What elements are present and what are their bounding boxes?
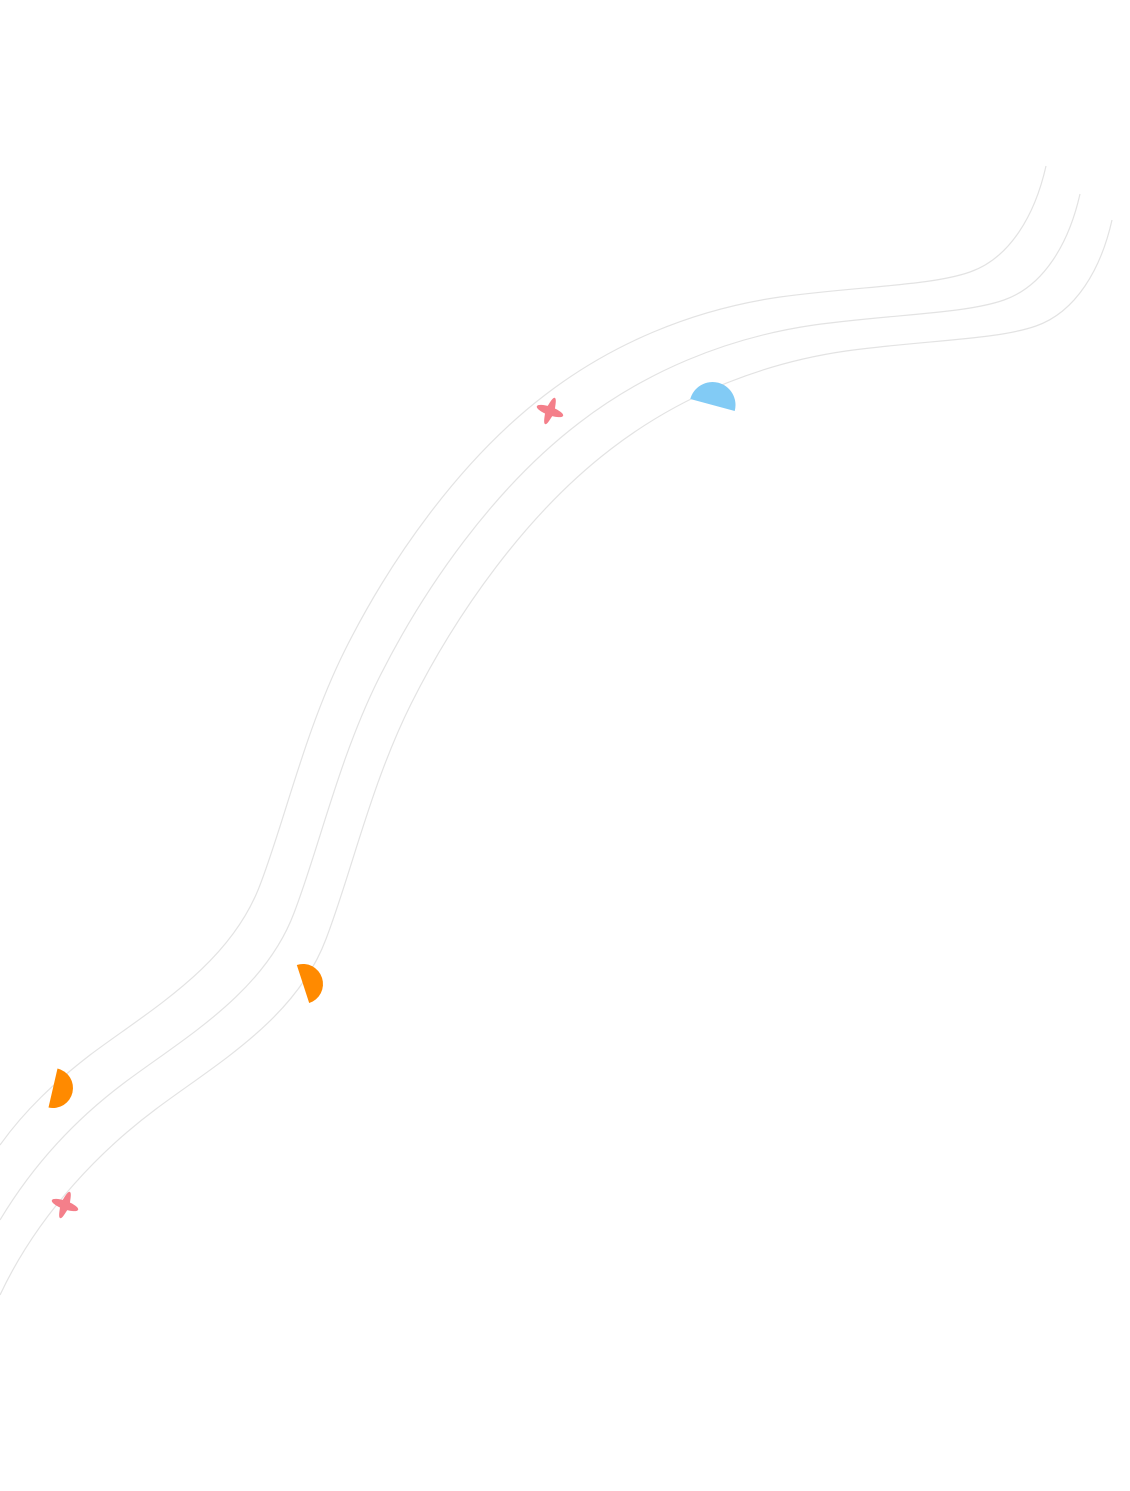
orange-half-circle-icon-left <box>48 1068 73 1108</box>
decorative-wavy-line-1 <box>0 165 1047 1146</box>
decorative-wavy-line-2 <box>0 193 1081 1221</box>
decorative-wavy-line-3 <box>0 219 1113 1296</box>
pink-sparkle-icon-bottom <box>51 1191 79 1219</box>
blue-half-circle-icon <box>690 382 736 411</box>
pink-sparkle-icon-top <box>536 397 564 425</box>
orange-half-circle-icon-middle <box>296 964 323 1004</box>
